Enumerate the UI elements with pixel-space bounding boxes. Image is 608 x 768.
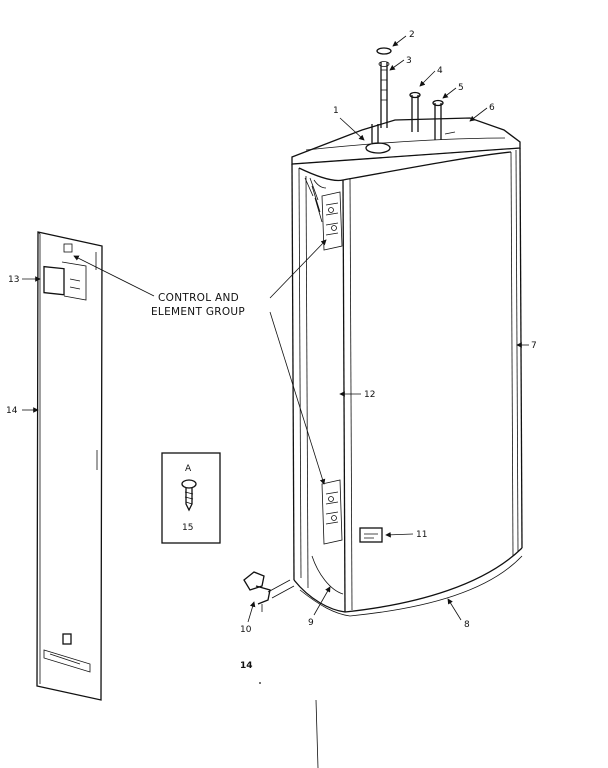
- callout-line-1: CONTROL AND: [158, 292, 239, 304]
- leader-3: [389, 59, 405, 71]
- part-label-11: 11: [416, 530, 427, 540]
- part-label-2: 2: [409, 30, 415, 40]
- callout-line-2: ELEMENT GROUP: [151, 306, 245, 318]
- part-label-7: 7: [531, 341, 537, 351]
- leader-6: [469, 107, 488, 122]
- access-panel: [36, 231, 103, 701]
- leader-9: [313, 586, 331, 616]
- part-label-5: 5: [458, 83, 464, 93]
- part-label-6: 6: [489, 103, 495, 113]
- drain-valve: [243, 571, 295, 612]
- lower-control-element: [321, 479, 343, 545]
- part-label-10: 10: [240, 625, 252, 635]
- screw-icon: [181, 479, 197, 512]
- leader-10: [247, 601, 256, 623]
- rating-label: [359, 527, 383, 543]
- bottom-label: 14: [240, 661, 253, 671]
- top-fittings: [365, 47, 456, 154]
- callout-leader-upper: [269, 239, 327, 299]
- leader-8: [447, 598, 462, 621]
- leader-4: [419, 70, 436, 87]
- part-label-12: 12: [364, 390, 375, 400]
- part-label-1: 1: [333, 106, 339, 116]
- screw-inset-box: A 15: [161, 452, 221, 544]
- inset-letter: A: [185, 464, 192, 474]
- speck: [259, 682, 261, 684]
- part-label-4: 4: [437, 66, 443, 76]
- leader-1: [339, 117, 365, 141]
- part-label-13: 13: [8, 275, 19, 285]
- leader-11: [385, 532, 414, 538]
- part-label-9: 9: [308, 618, 314, 628]
- part-label-3: 3: [406, 56, 412, 66]
- part-label-14: 14: [6, 406, 18, 416]
- inset-number: 15: [182, 523, 193, 533]
- part-label-8: 8: [464, 620, 470, 630]
- callout-leader-panel: [73, 255, 155, 297]
- upper-control-element: [321, 191, 343, 251]
- crop-line: [315, 699, 319, 768]
- leader-5: [442, 87, 457, 99]
- water-heater-tank: [291, 47, 523, 617]
- leader-2: [392, 35, 407, 47]
- callout-leader-lower: [269, 311, 326, 485]
